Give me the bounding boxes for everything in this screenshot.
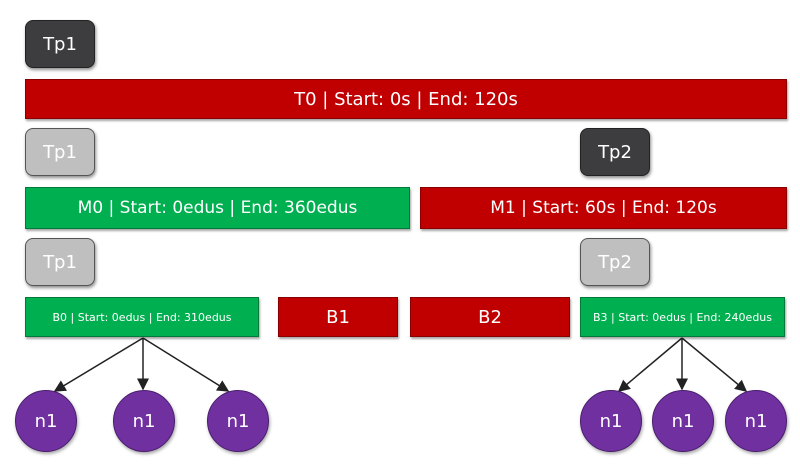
tp1-label-top: Tp1: [25, 20, 95, 68]
m0-bar: M0 | Start: 0edus | End: 360edus: [25, 187, 410, 229]
b1-bar: B1: [278, 297, 398, 337]
arrow: [617, 337, 683, 392]
node-circle: n1: [113, 390, 175, 452]
node-circle: n1: [725, 390, 787, 452]
arrow: [142, 337, 230, 392]
tp1-label-mid: Tp1: [25, 128, 95, 176]
arrow: [53, 337, 144, 392]
b2-bar: B2: [410, 297, 570, 337]
node-circle: n1: [15, 390, 77, 452]
tp1-label-low: Tp1: [25, 238, 95, 286]
b3-bar: B3 | Start: 0edus | End: 240edus: [580, 297, 785, 337]
arrow: [681, 337, 748, 392]
tp2-label-mid: Tp2: [580, 128, 650, 176]
node-circle: n1: [652, 390, 714, 452]
m1-bar: M1 | Start: 60s | End: 120s: [420, 187, 787, 229]
node-circle: n1: [207, 390, 269, 452]
b0-bar: B0 | Start: 0edus | End: 310edus: [25, 297, 259, 337]
t0-bar: T0 | Start: 0s | End: 120s: [25, 79, 787, 119]
node-circle: n1: [580, 390, 642, 452]
tp2-label-low: Tp2: [580, 238, 650, 286]
